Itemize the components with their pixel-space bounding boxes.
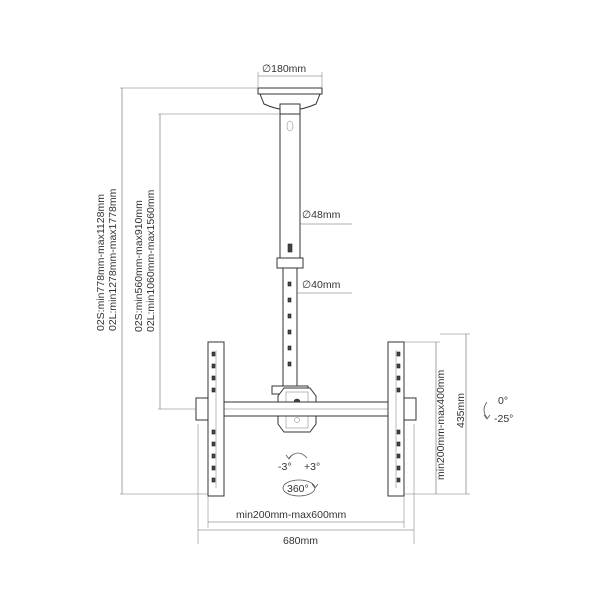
right-tv-bracket xyxy=(387,341,405,497)
left-tv-bracket xyxy=(207,341,225,497)
lower-tube-diameter-label: ∅40mm xyxy=(302,279,341,291)
tilt-bottom-label: -25° xyxy=(494,413,513,425)
bracket-range-dimension: min200mm-max400mm xyxy=(404,341,447,495)
tilt-top-label: 0° xyxy=(498,395,508,407)
rotation-label: 360° xyxy=(287,483,309,495)
lower-tube xyxy=(282,267,298,389)
overall-width-label: 680mm xyxy=(283,535,318,547)
pole-height-l-label: 02L:min1060mm-max1560mm xyxy=(145,189,157,332)
upper-tube xyxy=(276,113,304,269)
pole-height-s-label: 02S:min560mm-max910mm xyxy=(133,200,145,332)
swivel-left-label: -3° xyxy=(278,461,292,473)
plate-diameter-dimension: ∅180mm xyxy=(257,63,323,88)
upper-tube-diameter-callout: ∅48mm xyxy=(300,209,352,225)
overall-height-dimension: 02S:min778mm-max1128mm 02L:min1278mm-max… xyxy=(95,87,258,495)
horizontal-range-label: min200mm-max600mm xyxy=(236,509,347,521)
swivel-indicator: -3° +3° xyxy=(278,452,320,473)
lower-tube-diameter-callout: ∅40mm xyxy=(297,279,352,294)
overall-width-dimension: 680mm xyxy=(197,424,415,547)
plate-diameter-label: ∅180mm xyxy=(262,63,306,75)
tilt-indicator: 0° -25° xyxy=(483,395,513,425)
overall-height-l-label: 02L:min1278mm-max1778mm xyxy=(107,188,119,331)
pole-height-dimension: 02S:min560mm-max910mm 02L:min1060mm-max1… xyxy=(133,113,280,410)
overall-height-s-label: 02S:min778mm-max1128mm xyxy=(95,194,107,331)
upper-tube-diameter-label: ∅48mm xyxy=(302,209,341,221)
bracket-range-label: min200mm-max400mm xyxy=(435,369,447,480)
bracket-height-dimension: 435mm xyxy=(440,333,470,495)
bracket-height-label: 435mm xyxy=(455,393,467,428)
rotation-indicator: 360° xyxy=(282,479,319,497)
swivel-right-label: +3° xyxy=(304,461,320,473)
ceiling-plate xyxy=(257,87,323,115)
horizontal-range-dimension: min200mm-max600mm xyxy=(207,496,405,528)
